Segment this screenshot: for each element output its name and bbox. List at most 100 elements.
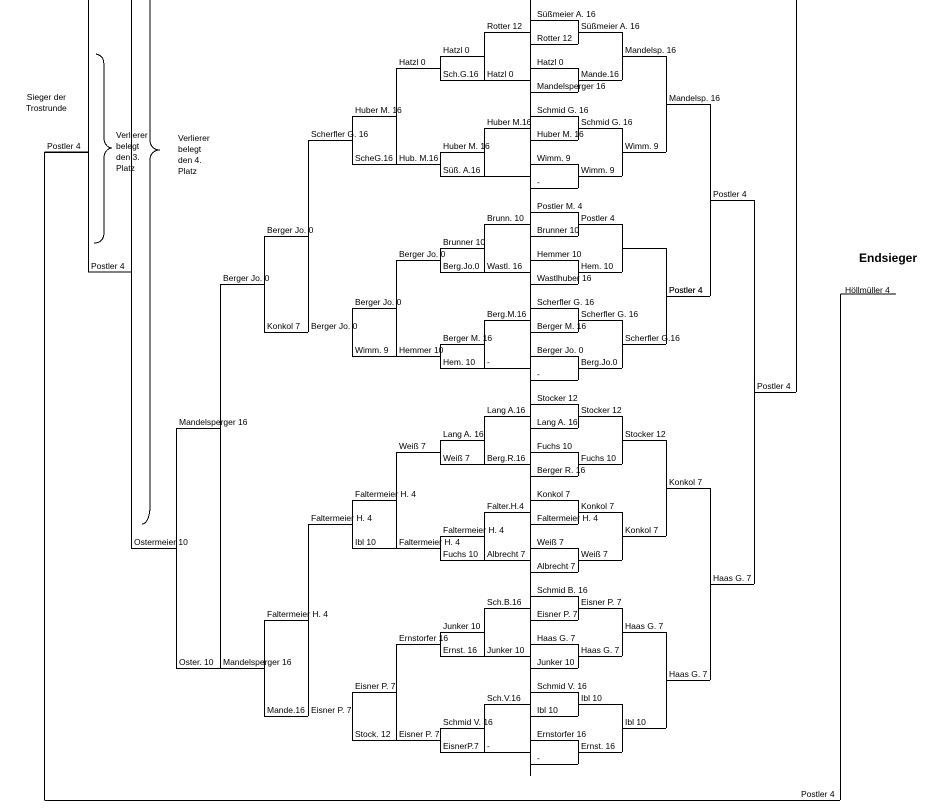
bracket-entry: Berg.Jo.0 — [443, 261, 480, 271]
bracket-entry: Rotter 12 — [537, 33, 572, 43]
bracket-entry: Süß. A.16 — [443, 165, 481, 175]
bracket-entry: Wimm. 9 — [537, 153, 571, 163]
bracket-entry: Süßmeier A. 16 — [537, 9, 596, 19]
bracket-entry: Hatzl 0 — [487, 69, 514, 79]
bracket-entry: Wimm. 9 — [581, 165, 615, 175]
bracket-entry: Süßmeier A. 16 — [581, 21, 640, 31]
bracket-entry: Ibl 10 — [355, 537, 376, 547]
bracket-entry: Weiß 7 — [537, 537, 564, 547]
bracket-entry: Stocker 12 — [625, 429, 666, 439]
bracket-entry: Faltermeier H. 4 — [355, 489, 416, 499]
bracket-entry: Junker 10 — [487, 645, 525, 655]
bracket-entry: Lang A.16 — [487, 405, 526, 415]
bracket-entry: Haas G. 7 — [537, 633, 576, 643]
bracket-entry: Schmid V. 16 — [443, 717, 493, 727]
bracket-entry: Eisner P. 7 — [537, 609, 578, 619]
bracket-entry: Brunner 10 — [443, 237, 486, 247]
bracket-entry: Lang A. 16 — [443, 429, 484, 439]
bracket-entry: - — [537, 369, 540, 379]
fourth-place-note: Verlierer belegt den 4. Platz — [178, 133, 210, 176]
bracket-entry: Berger M. 16 — [443, 333, 493, 343]
bracket-entry: Konkol 7 — [537, 489, 571, 499]
bracket-entry: - — [537, 177, 540, 187]
bracket-entry: Ernstorfer 16 — [537, 729, 587, 739]
bracket-entry: Oster. 10 — [179, 657, 214, 667]
bracket-entry: Berger M. 16 — [537, 321, 587, 331]
bracket-entry: Mandelsp. 16 — [625, 45, 677, 55]
bracket-entry: Mande.16 — [581, 69, 619, 79]
bracket-entry: Stock. 12 — [355, 729, 391, 739]
bracket-entry: Stocker 12 — [581, 405, 622, 415]
bracket-entry: Faltermeier H. 4 — [311, 513, 372, 523]
bracket-entry: Lang A. 16 — [537, 417, 578, 427]
bracket-entry: Schmid B. 16 — [537, 585, 588, 595]
bracket-entry: Stocker 12 — [537, 393, 578, 403]
bracket-entry: Brunn. 10 — [487, 213, 524, 223]
bracket-entry: Huber M. 16 — [443, 141, 490, 151]
bracket-entry: Berg.Jo.0 — [581, 357, 618, 367]
bracket-entry: Albrecht 7 — [487, 549, 526, 559]
bracket-entry: Ernst. 16 — [443, 645, 478, 655]
bracket-entry: Postler M. 4 — [537, 201, 583, 211]
bracket-entry: ScheG.16 — [355, 153, 393, 163]
bracket-entry: - — [487, 741, 490, 751]
bracket-entry: Konkol 7 — [267, 321, 301, 331]
bracket-entry: Eisner P. 7 — [311, 705, 352, 715]
bracket-entry: Berg.R.16 — [487, 453, 526, 463]
bracket-entry: Ostermeier 10 — [134, 537, 188, 547]
bracket-entry: Hatzl 0 — [443, 45, 470, 55]
bracket-entry: Faltermeier H. 4 — [399, 537, 460, 547]
bracket-entry: Hemmer 10 — [537, 249, 582, 259]
bracket-entry: Hatzl 0 — [537, 57, 564, 67]
bracket-entry: Albrecht 7 — [537, 561, 576, 571]
bracket-entry: Hem. 10 — [581, 261, 614, 271]
third-place-note: Verlierer belegt den 3. Platz — [116, 130, 148, 173]
bracket-entry: Schmid G. 16 — [581, 117, 633, 127]
bracket-entry: Faltermeier H. 4 — [267, 609, 328, 619]
bracket-entry: Fuchs 10 — [581, 453, 616, 463]
bracket-entry: Weiß 7 — [399, 441, 426, 451]
bracket-entry: Wastlhuber 16 — [537, 273, 592, 283]
bracket-entry: Sch.V.16 — [487, 693, 521, 703]
bracket-entry: Berg.M.16 — [487, 309, 527, 319]
bracket-entry: Haas G. 7 — [669, 669, 708, 679]
bracket-entry: Mande.16 — [267, 705, 305, 715]
bracket-entry: Falter.H.4 — [487, 501, 524, 511]
bracket-entry: Sch.B.16 — [487, 597, 522, 607]
bracket-entry: Scherfler G. 16 — [537, 297, 595, 307]
bracket-entry: Postler 4 — [669, 285, 703, 295]
bracket-entry: Postler 4 — [757, 381, 791, 391]
bracket-entry: Huber M. 16 — [355, 105, 402, 115]
bracket-entry: Berger R. 16 — [537, 465, 586, 475]
bracket-entry: Scherfler G.16 — [625, 333, 680, 343]
bracket-entry: Huber M. 16 — [537, 129, 584, 139]
bracket-entry: Weiß 7 — [443, 453, 470, 463]
bracket-entry: Berger Jo. 0 — [267, 225, 314, 235]
bracket-entry: Konkol 7 — [625, 525, 659, 535]
consolation-winner-note: Sieger der Trostrunde — [26, 92, 67, 113]
bracket-entry: Eisner P. 7 — [355, 681, 396, 691]
bracket-entry: Haas G. 7 — [625, 621, 664, 631]
bracket-entry: Ibl 10 — [581, 693, 602, 703]
bracket-entry: Berger Jo. 0 — [399, 249, 446, 259]
bracket-entry: Faltermeier H. 4 — [443, 525, 504, 535]
bracket-entry: Wimm. 9 — [355, 345, 389, 355]
bracket-entry: Junker 10 — [443, 621, 481, 631]
final-winner-heading: Endsieger — [859, 251, 918, 265]
bracket-entry: Brunner 10 — [537, 225, 580, 235]
bracket-entry: Haas G. 7 — [581, 645, 620, 655]
bracket-entry: Schmid G. 16 — [537, 105, 589, 115]
bracket-entry: - — [487, 357, 490, 367]
bracket-entry: Faltermeier H. 4 — [537, 513, 598, 523]
bracket-entry: Fuchs 10 — [443, 549, 478, 559]
bracket-entry: Postler 4 — [801, 789, 835, 799]
bracket-entry: Ernstorfer 16 — [399, 633, 449, 643]
bracket-entry: Postler 4 — [581, 213, 615, 223]
bracket-entry: Ernst. 16 — [581, 741, 616, 751]
bracket-entry: Postler 4 — [47, 141, 81, 151]
bracket-entry: Haas G. 7 — [713, 573, 752, 583]
bracket-entry: Scherfler G. 16 — [311, 129, 369, 139]
bracket-entry: Berger Jo. 0 — [311, 321, 358, 331]
